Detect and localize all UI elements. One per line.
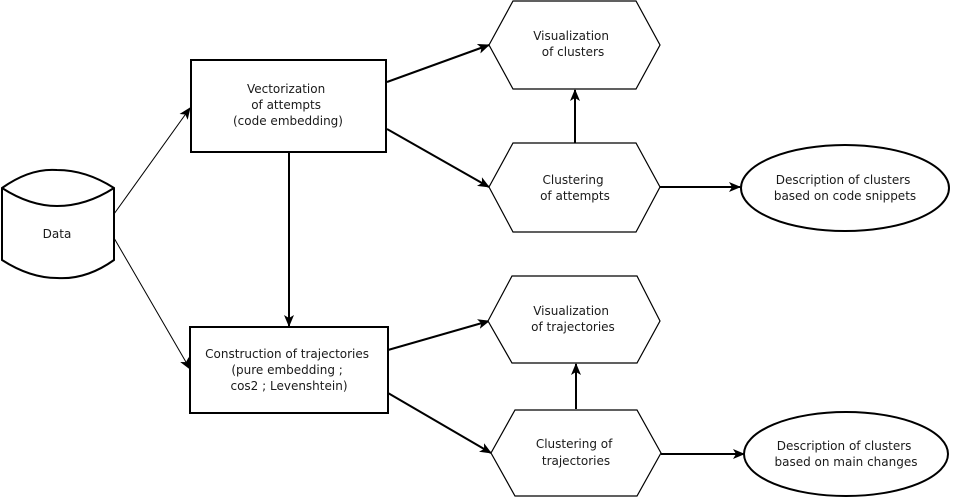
node-vis-trajectories[interactable]: Visualization of trajectories (487, 275, 661, 364)
rectangle-shape (190, 59, 387, 153)
edges (113, 44, 745, 459)
node-vis-clusters[interactable]: Visualization of clusters (488, 0, 661, 90)
edge-construction-to-clustering-trajectories (387, 392, 492, 454)
node-desc-changes[interactable]: Description of clusters based on main ch… (743, 411, 949, 497)
node-construction[interactable]: Construction of trajectories (pure embed… (189, 326, 389, 414)
node-vis-trajectories-label: Visualization of trajectories (531, 304, 615, 334)
hexagon-shape (487, 275, 661, 364)
node-desc-code-label: Description of clusters based on code sn… (774, 173, 916, 203)
node-clustering-trajectories[interactable]: Clustering of trajectories (490, 409, 662, 497)
node-vectorization[interactable]: Vectorization of attempts (code embeddin… (190, 59, 387, 153)
node-vectorization-label: Vectorization of attempts (code embeddin… (233, 82, 343, 128)
node-construction-label: Construction of trajectories (pure embed… (205, 347, 373, 393)
edge-data-to-construction (113, 237, 191, 370)
hexagon-shape (488, 0, 661, 90)
node-clustering-attempts-label: Clustering of attempts (540, 173, 610, 203)
hexagon-shape (490, 409, 662, 497)
node-data-label: Data (43, 227, 72, 241)
cylinder-shape (1, 168, 115, 280)
hexagon-shape (488, 142, 661, 233)
edge-vectorization-to-clustering-attempts (386, 128, 490, 188)
ellipse-shape (740, 144, 950, 232)
rectangle-shape (189, 326, 389, 414)
edge-construction-to-vis-trajectories (387, 319, 490, 351)
node-desc-changes-label: Description of clusters based on main ch… (774, 439, 917, 469)
ellipse-shape (743, 411, 949, 497)
edge-vectorization-to-vis-clusters (386, 44, 490, 83)
node-vis-clusters-label: Visualization of clusters (533, 29, 613, 59)
node-desc-code[interactable]: Description of clusters based on code sn… (740, 144, 950, 232)
edge-data-to-vectorization (113, 107, 191, 215)
node-clustering-trajectories-label: Clustering of trajectories (536, 437, 616, 468)
node-data[interactable]: Data (1, 168, 115, 280)
cylinder-rim (1, 187, 115, 208)
node-clustering-attempts[interactable]: Clustering of attempts (488, 142, 661, 233)
